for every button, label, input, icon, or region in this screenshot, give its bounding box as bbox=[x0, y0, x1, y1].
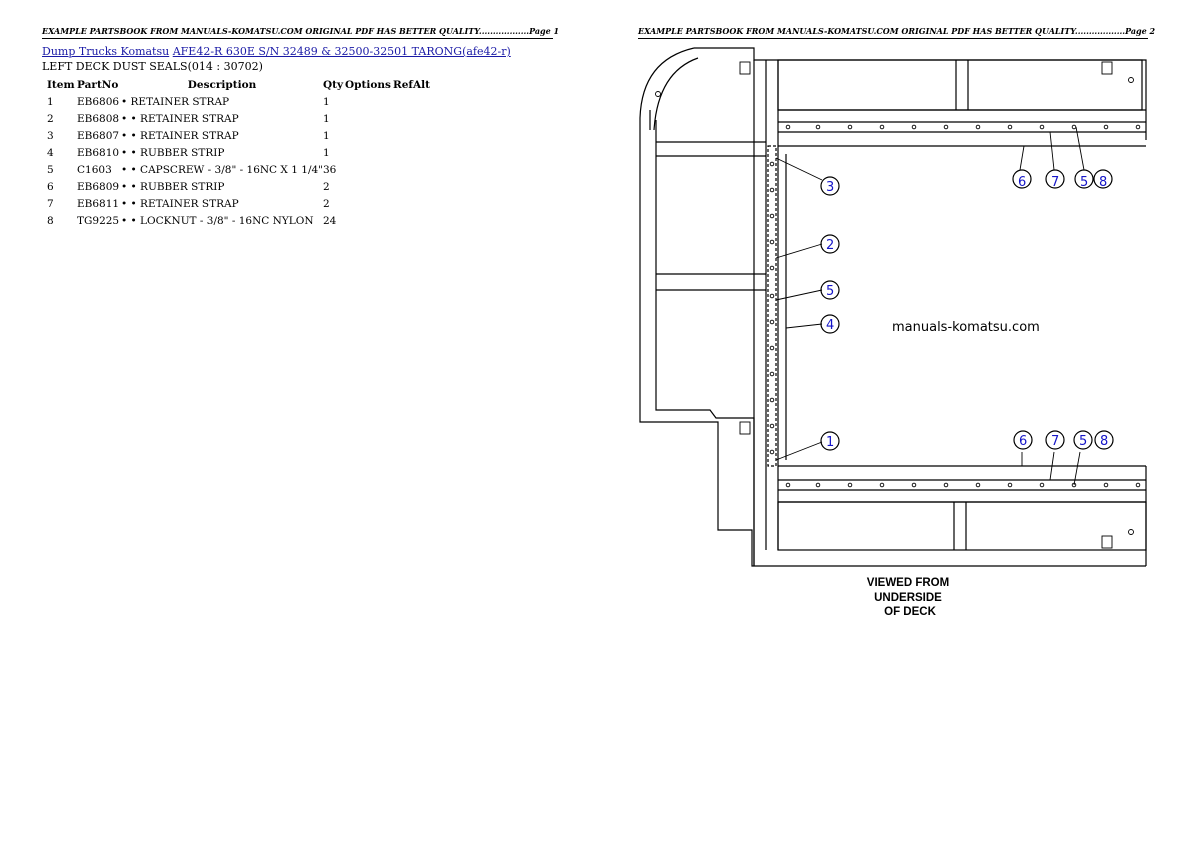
row-description: • • RETAINER STRAP bbox=[121, 197, 239, 210]
callout-5-bottom[interactable]: 5 bbox=[1073, 430, 1093, 450]
left-retainer-strap bbox=[767, 145, 787, 467]
svg-text:6: 6 bbox=[1019, 434, 1027, 449]
col-description: Description bbox=[187, 78, 257, 91]
row-description: • • RUBBER STRIP bbox=[121, 146, 225, 159]
callout-7-top[interactable]: 7 bbox=[1045, 169, 1065, 190]
row-item: 6 bbox=[47, 180, 54, 193]
callout-5-top[interactable]: 5 bbox=[1074, 169, 1094, 190]
parts-diagram: 3 2 5 4 1 6 7 5 8 6 7 5 8 manuals-komats… bbox=[639, 47, 1147, 618]
breadcrumb-link-model[interactable]: AFE42-R 630E S/N 32489 & 32500-32501 TAR… bbox=[172, 45, 511, 58]
row-partno: EB6808 bbox=[77, 112, 120, 125]
row-description: • • LOCKNUT - 3/8" - 16NC NYLON bbox=[121, 214, 314, 227]
row-qty: 1 bbox=[323, 129, 330, 142]
table-row: 6 EB6809 • • RUBBER STRIP 2 bbox=[47, 178, 443, 195]
table-row: 8 TG9225 • • LOCKNUT - 3/8" - 16NC NYLON… bbox=[47, 212, 443, 229]
callout-8-bottom[interactable]: 8 bbox=[1094, 430, 1114, 450]
row-item: 3 bbox=[47, 129, 54, 142]
svg-text:7: 7 bbox=[1051, 434, 1059, 449]
parts-table: Item PartNo Description Qty Options Ref … bbox=[47, 76, 443, 229]
table-row: 4 EB6810 • • RUBBER STRIP 1 bbox=[47, 144, 443, 161]
col-ref: Ref bbox=[393, 78, 413, 91]
table-row: 1 EB6806 • RETAINER STRAP 1 bbox=[47, 93, 443, 110]
svg-text:7: 7 bbox=[1051, 175, 1059, 190]
row-qty: 2 bbox=[323, 180, 330, 193]
row-description: • • RUBBER STRIP bbox=[121, 180, 225, 193]
svg-text:5: 5 bbox=[826, 284, 834, 299]
table-row: 3 EB6807 • • RETAINER STRAP 1 bbox=[47, 127, 443, 144]
row-partno: EB6806 bbox=[77, 95, 120, 108]
row-item: 7 bbox=[47, 197, 54, 210]
watermark-text: manuals-komatsu.com bbox=[892, 320, 1040, 335]
row-item: 1 bbox=[47, 95, 54, 108]
row-qty: 36 bbox=[323, 163, 337, 176]
caption-line-1: VIEWED FROM bbox=[867, 577, 949, 589]
svg-text:3: 3 bbox=[826, 180, 834, 195]
row-partno: EB6810 bbox=[77, 146, 120, 159]
page-title: LEFT DECK DUST SEALS(014 : 30702) bbox=[42, 60, 263, 73]
callout-4[interactable]: 4 bbox=[820, 314, 840, 334]
svg-text:5: 5 bbox=[1080, 175, 1088, 190]
svg-text:4: 4 bbox=[826, 318, 834, 333]
top-retainer-strap bbox=[777, 59, 1146, 147]
table-row: 7 EB6811 • • RETAINER STRAP 2 bbox=[47, 195, 443, 212]
callout-6-top[interactable]: 6 bbox=[1012, 169, 1032, 190]
row-qty: 1 bbox=[323, 112, 330, 125]
col-options: Options bbox=[345, 78, 391, 91]
svg-text:8: 8 bbox=[1099, 175, 1107, 190]
page1-header: EXAMPLE PARTSBOOK FROM MANUALS-KOMATSU.C… bbox=[42, 26, 559, 39]
row-partno: EB6807 bbox=[77, 129, 120, 142]
svg-text:5: 5 bbox=[1079, 434, 1087, 449]
row-description: • • CAPSCREW - 3/8" - 16NC X 1 1/4" bbox=[121, 163, 323, 176]
caption-line-2: UNDERSIDE bbox=[874, 592, 942, 604]
callout-3[interactable]: 3 bbox=[820, 176, 840, 196]
row-description: • • RETAINER STRAP bbox=[121, 129, 239, 142]
row-partno: EB6809 bbox=[77, 180, 120, 193]
row-item: 5 bbox=[47, 163, 54, 176]
row-partno: TG9225 bbox=[77, 214, 120, 227]
row-qty: 1 bbox=[323, 95, 330, 108]
parts-table-header: Item PartNo Description Qty Options Ref … bbox=[47, 76, 443, 93]
row-qty: 1 bbox=[323, 146, 330, 159]
svg-text:8: 8 bbox=[1100, 434, 1108, 449]
caption-line-3: OF DECK bbox=[884, 606, 936, 618]
svg-text:6: 6 bbox=[1018, 175, 1026, 190]
table-row: 5 C1603 • • CAPSCREW - 3/8" - 16NC X 1 1… bbox=[47, 161, 443, 178]
page2-header: EXAMPLE PARTSBOOK FROM MANUALS-KOMATSU.C… bbox=[638, 26, 1155, 39]
callout-1[interactable]: 1 bbox=[820, 431, 840, 451]
row-description: • RETAINER STRAP bbox=[121, 95, 230, 108]
bottom-retainer-strap bbox=[777, 465, 1147, 566]
callout-2[interactable]: 2 bbox=[820, 234, 840, 254]
callout-7-bottom[interactable]: 7 bbox=[1045, 430, 1065, 450]
row-qty: 24 bbox=[323, 214, 337, 227]
callout-8-top[interactable]: 8 bbox=[1093, 169, 1113, 190]
col-alt: Alt bbox=[412, 78, 430, 91]
row-partno: C1603 bbox=[77, 163, 112, 176]
callout-5[interactable]: 5 bbox=[820, 280, 840, 300]
col-qty: Qty bbox=[323, 78, 344, 91]
col-item: Item bbox=[47, 78, 75, 91]
row-qty: 2 bbox=[323, 197, 330, 210]
breadcrumb-link-dump-trucks[interactable]: Dump Trucks Komatsu bbox=[42, 45, 170, 58]
leader-lines bbox=[775, 126, 1085, 486]
table-row: 2 EB6808 • • RETAINER STRAP 1 bbox=[47, 110, 443, 127]
row-item: 8 bbox=[47, 214, 54, 227]
bolt-holes bbox=[655, 61, 1141, 549]
diagram-caption: VIEWED FROM UNDERSIDE OF DECK bbox=[867, 577, 949, 618]
row-partno: EB6811 bbox=[77, 197, 120, 210]
svg-text:1: 1 bbox=[826, 435, 834, 450]
deck-frame bbox=[639, 47, 1147, 567]
callout-6-bottom[interactable]: 6 bbox=[1013, 430, 1033, 450]
row-item: 4 bbox=[47, 146, 54, 159]
svg-text:2: 2 bbox=[826, 238, 834, 253]
row-item: 2 bbox=[47, 112, 54, 125]
row-description: • • RETAINER STRAP bbox=[121, 112, 239, 125]
col-partno: PartNo bbox=[77, 78, 119, 91]
breadcrumb: Dump Trucks Komatsu AFE42-R 630E S/N 324… bbox=[42, 45, 511, 58]
